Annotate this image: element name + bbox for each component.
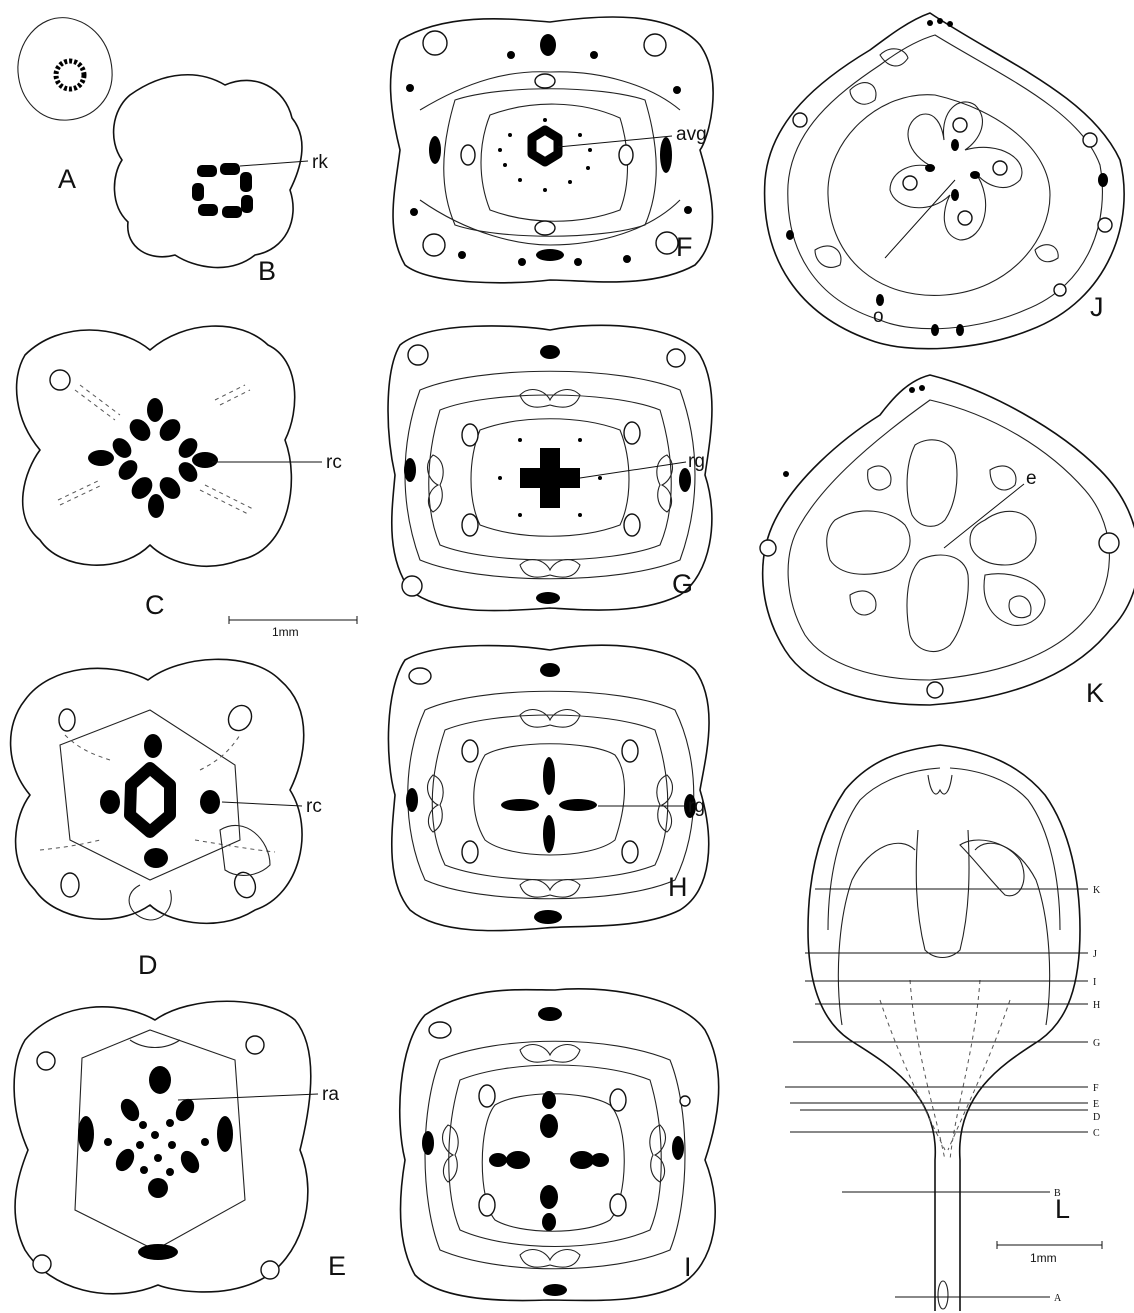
level-label-k: K [1093,885,1101,896]
longitudinal-section [808,745,1080,1311]
level-label-f: F [1093,1083,1099,1094]
level-label-a: A [1054,1293,1062,1304]
section-k [760,375,1134,705]
scale-bar-cross-sections [229,616,357,624]
figure-label-g: G [672,569,693,599]
figure-label-i: I [684,1252,692,1282]
figure-label-d: D [138,950,158,980]
level-label-h: H [1093,1000,1100,1011]
section-f [391,17,714,283]
part-label-rc-d: rc [306,796,322,817]
scale-label-cross-sections: 1mm [272,625,299,639]
part-label-e: e [1026,468,1037,489]
part-label-rc-c: rc [326,452,342,473]
figure-label-h: H [668,872,688,902]
section-j [765,13,1125,349]
scale-label-longitudinal: 1mm [1030,1251,1057,1265]
section-g [388,325,712,610]
level-label-j: J [1093,949,1097,960]
part-label-rg-h: rg [688,796,705,817]
section-c [17,326,295,566]
figure-label-a: A [58,164,76,194]
part-label-avg: avg [676,124,707,145]
level-label-i: I [1093,977,1096,988]
part-label-ra: ra [322,1084,339,1105]
figure-label-l: L [1055,1194,1070,1224]
part-label-o: o [873,306,884,327]
section-d [11,659,304,923]
section-a [18,18,112,120]
section-i [400,989,719,1301]
section-h [388,645,709,931]
section-b [114,75,302,268]
figure-label-f: F [676,232,693,262]
figure-label-e: E [328,1251,346,1281]
figure-label-b: B [258,256,276,286]
part-label-rg-g: rg [688,451,705,472]
scale-bar-longitudinal [997,1241,1102,1249]
level-label-e: E [1093,1099,1099,1110]
level-label-g: G [1093,1038,1100,1049]
level-label-c: C [1093,1128,1100,1139]
figure-label-k: K [1086,678,1104,708]
section-e [14,1001,311,1294]
level-label-d: D [1093,1112,1100,1123]
figure-label-c: C [145,590,165,620]
section-level-lines [785,889,1088,1297]
part-label-rk: rk [312,152,328,173]
figure-label-j: J [1090,292,1104,322]
